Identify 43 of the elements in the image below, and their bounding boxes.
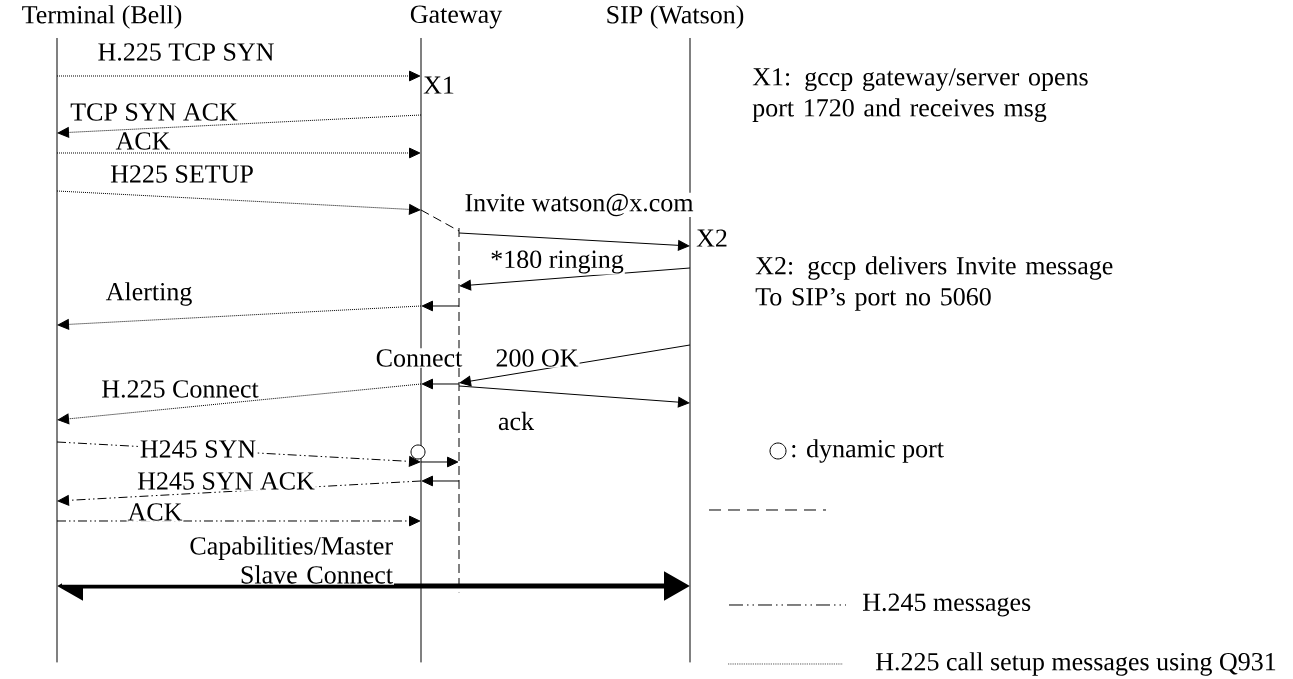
marker-label: X2 — [696, 229, 727, 247]
edge-label: *180 ringing — [489, 249, 625, 275]
lifeline — [56, 37, 58, 663]
lifeline — [420, 37, 422, 663]
edge-label: H245 SYN — [138, 439, 258, 459]
arrow — [458, 385, 690, 408]
edge-label: H.225 TCP SYN — [96, 42, 276, 62]
participant-label: SIP (Watson) — [607, 5, 744, 29]
lifeline — [689, 37, 691, 663]
arrow — [57, 305, 422, 330]
arrow — [458, 232, 690, 251]
edge-label: Capabilities/Master Slave Connect — [62, 535, 394, 585]
edge-label: ack — [496, 410, 536, 432]
dashed-lifeline — [458, 227, 460, 593]
arrow — [421, 378, 460, 390]
arrow — [57, 114, 422, 138]
arrow — [421, 475, 460, 487]
participant-label: Gateway — [410, 5, 503, 29]
edge-label: Invite watson@x.com — [463, 192, 695, 218]
arrow — [57, 383, 422, 425]
arrow — [459, 267, 691, 291]
edge-label: H.225 Connect — [100, 379, 260, 399]
edge-label: TCP SYN ACK — [69, 102, 239, 122]
edge-label: 200 OK — [494, 348, 580, 368]
arrow — [56, 190, 421, 215]
arrow — [459, 344, 691, 387]
connector-line — [420, 209, 460, 232]
edge-label: ACK — [114, 131, 172, 151]
legend-text: H.245 messages — [862, 593, 1031, 617]
participant-label: Terminal (Bell) — [22, 5, 182, 29]
edge-label: Alerting — [104, 281, 194, 307]
edge-label: H225 SETUP — [109, 164, 255, 184]
arrow — [421, 300, 460, 312]
edge-label: Connect — [374, 348, 464, 368]
arrow — [420, 456, 459, 468]
legend-text: : dynamic port — [792, 439, 944, 463]
marker-label: X1 — [423, 76, 454, 94]
arrow — [56, 515, 421, 527]
arrow — [56, 70, 421, 82]
legend-text: H.225 call setup messages using Q931 — [875, 652, 1276, 676]
edge-label: ACK — [126, 502, 184, 522]
edge-label: H245 SYN ACK — [136, 471, 316, 491]
arrow — [56, 147, 421, 159]
